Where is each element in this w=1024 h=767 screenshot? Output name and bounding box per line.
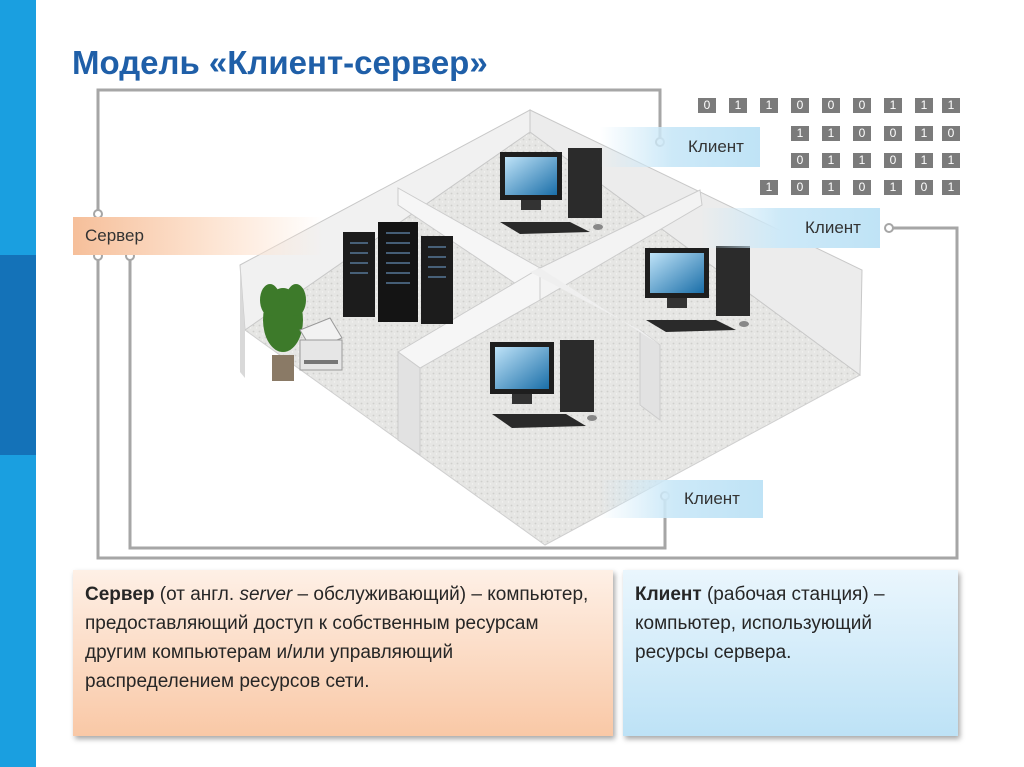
sidebar-accent-dark [0, 255, 36, 455]
binary-digit: 1 [915, 153, 933, 168]
binary-digit: 0 [915, 180, 933, 195]
server-definition-open: (от англ. [154, 584, 240, 605]
server-english-term: server [239, 584, 293, 605]
binary-digit: 0 [884, 126, 902, 141]
binary-digit: 1 [822, 180, 840, 195]
binary-digit: 0 [853, 98, 871, 113]
binary-digit: 0 [884, 153, 902, 168]
binary-digit: 1 [884, 98, 902, 113]
client-label-bottom-text: Клиент [684, 489, 740, 508]
binary-digit: 0 [791, 153, 809, 168]
binary-data-grid: 0 1 1 0 0 0 1 1 1 1 1 0 0 1 0 0 1 1 0 1 … [698, 98, 960, 198]
connector-lines [96, 88, 959, 560]
binary-digit: 1 [942, 180, 960, 195]
binary-digit: 1 [942, 153, 960, 168]
binary-digit: 0 [698, 98, 716, 113]
binary-digit: 0 [853, 180, 871, 195]
client-term: Клиент [635, 584, 702, 605]
binary-digit: 1 [942, 98, 960, 113]
client-label-top-text: Клиент [688, 137, 744, 156]
binary-digit: 1 [853, 153, 871, 168]
server-racks-icon [343, 222, 453, 324]
plant-icon [260, 284, 306, 381]
server-term: Сервер [85, 584, 155, 605]
client-label-top: Клиент [600, 127, 760, 167]
printer-icon [299, 317, 343, 371]
client-definition-text: (рабочая станция) – компьютер, использую… [635, 584, 885, 663]
binary-digit: 1 [729, 98, 747, 113]
server-label-text: Сервер [85, 226, 144, 245]
binary-digit: 1 [760, 180, 778, 195]
binary-digit: 1 [822, 153, 840, 168]
client-label-right-text: Клиент [805, 218, 861, 237]
binary-digit: 1 [822, 126, 840, 141]
workstation-bottom-icon [490, 340, 597, 428]
page-title: Модель «Клиент-сервер» [72, 44, 488, 81]
binary-digit: 0 [791, 98, 809, 113]
server-label: Сервер [73, 217, 323, 255]
binary-digit: 0 [822, 98, 840, 113]
client-label-bottom: Клиент [600, 480, 763, 518]
binary-digit: 0 [942, 126, 960, 141]
client-definition-box: Клиент (рабочая станция) – компьютер, ис… [623, 570, 958, 736]
server-definition-box: Сервер (от англ. server – обслуживающий)… [73, 570, 613, 736]
workstation-right-icon [645, 246, 750, 332]
server-definition-text: – обслуживающий) – компьютер, предоставл… [85, 584, 589, 692]
binary-digit: 0 [791, 180, 809, 195]
binary-digit: 1 [760, 98, 778, 113]
binary-digit: 1 [884, 180, 902, 195]
binary-digit: 0 [853, 126, 871, 141]
client-label-right: Клиент [700, 208, 880, 248]
binary-digit: 1 [915, 126, 933, 141]
binary-digit: 1 [791, 126, 809, 141]
binary-digit: 1 [915, 98, 933, 113]
workstation-top-icon [500, 148, 603, 234]
